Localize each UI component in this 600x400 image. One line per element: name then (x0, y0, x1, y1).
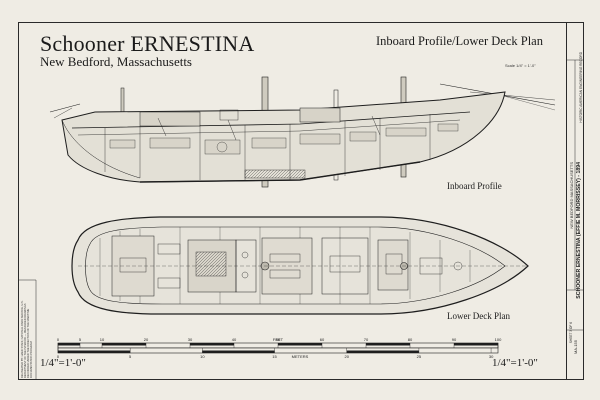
scale-fill-lower (58, 350, 131, 353)
scale-tick-label-upper: 10 (100, 337, 105, 342)
scale-tick-label-lower: 15 (272, 354, 277, 359)
scale-unit-lower: METERS (292, 354, 309, 359)
main-deck (71, 111, 471, 129)
plan-furniture (119, 243, 463, 289)
lower-deck-plan (71, 216, 529, 315)
scale-tick-label-upper: 90 (452, 337, 457, 342)
sheet-border (18, 22, 584, 380)
after-cabin-house (139, 111, 201, 127)
martingale (499, 94, 556, 111)
inboard-profile (49, 76, 556, 188)
sheet-title: Inboard Profile/Lower Deck Plan (376, 34, 543, 48)
title-block: SCHOONER ERNESTINA (EFFIE M. MORRISSEY) … (566, 22, 585, 380)
plan-inner-hull (85, 226, 506, 305)
scale-tick-label-lower: 30 (489, 354, 494, 359)
scale-tick-label-upper: 5 (79, 337, 82, 342)
stern-boom (49, 103, 81, 113)
scale-tick-label-upper: 40 (232, 337, 237, 342)
forward-house (299, 107, 341, 123)
hull-inner-line (61, 119, 141, 179)
profile-ladders (157, 115, 381, 141)
lower-deck-plan-label: Lower Deck Plan (447, 311, 510, 321)
companionway (219, 109, 239, 121)
scale-tick-label-upper: 0 (57, 337, 60, 342)
scale-label-right: 1/4"=1'-0" (492, 357, 538, 369)
scale-fill-upper (102, 343, 146, 346)
scale-tick-label-lower: 5 (129, 354, 132, 359)
small-scale-note: Scale 1/4" = 1'-0" (505, 63, 536, 68)
scale-tick-label-upper: 30 (188, 337, 193, 342)
profile-bulkheads (104, 114, 431, 180)
scale-fill-upper (454, 343, 498, 346)
ballast (244, 169, 306, 179)
drawing-title: Schooner ERNESTINA (40, 31, 255, 56)
scale-tick-label-lower: 10 (200, 354, 205, 359)
scale-fill-upper (278, 343, 322, 346)
scale-fill-lower (346, 350, 419, 353)
scale-fill-lower (202, 350, 275, 353)
mess-compartment (261, 237, 313, 295)
inboard-profile-label: Inboard Profile (447, 181, 502, 191)
bowsprit-stay (469, 91, 556, 101)
title-block-lines (566, 59, 584, 331)
hull-profile (61, 91, 506, 183)
scale-tick-label-upper: 60 (320, 337, 325, 342)
stern-davit (53, 107, 73, 119)
scale-tick-label-upper: 100 (495, 337, 502, 342)
scale-fill-upper (58, 343, 80, 346)
drawing-location: New Bedford, Massachusetts (40, 54, 192, 69)
scale-tick-label-lower: 25 (417, 354, 422, 359)
keel (139, 161, 421, 183)
profile-fittings (109, 123, 459, 155)
scale-label-left: 1/4"=1'-0" (40, 357, 86, 369)
lower-deck-line (77, 119, 461, 136)
scale-tick-label-upper: 70 (364, 337, 369, 342)
scale-tick-label-lower: 0 (57, 354, 60, 359)
scale-bar (57, 342, 499, 354)
engine-block (195, 251, 227, 277)
scale-fill-upper (190, 343, 234, 346)
scale-tick-label-upper: 50 (276, 337, 281, 342)
scale-tick-label-upper: 80 (408, 337, 413, 342)
scale-tick-label-lower: 20 (344, 354, 349, 359)
scale-tick-label-upper: 20 (144, 337, 149, 342)
scale-fill-upper (366, 343, 410, 346)
scale-unit-upper: FEET (273, 337, 284, 342)
